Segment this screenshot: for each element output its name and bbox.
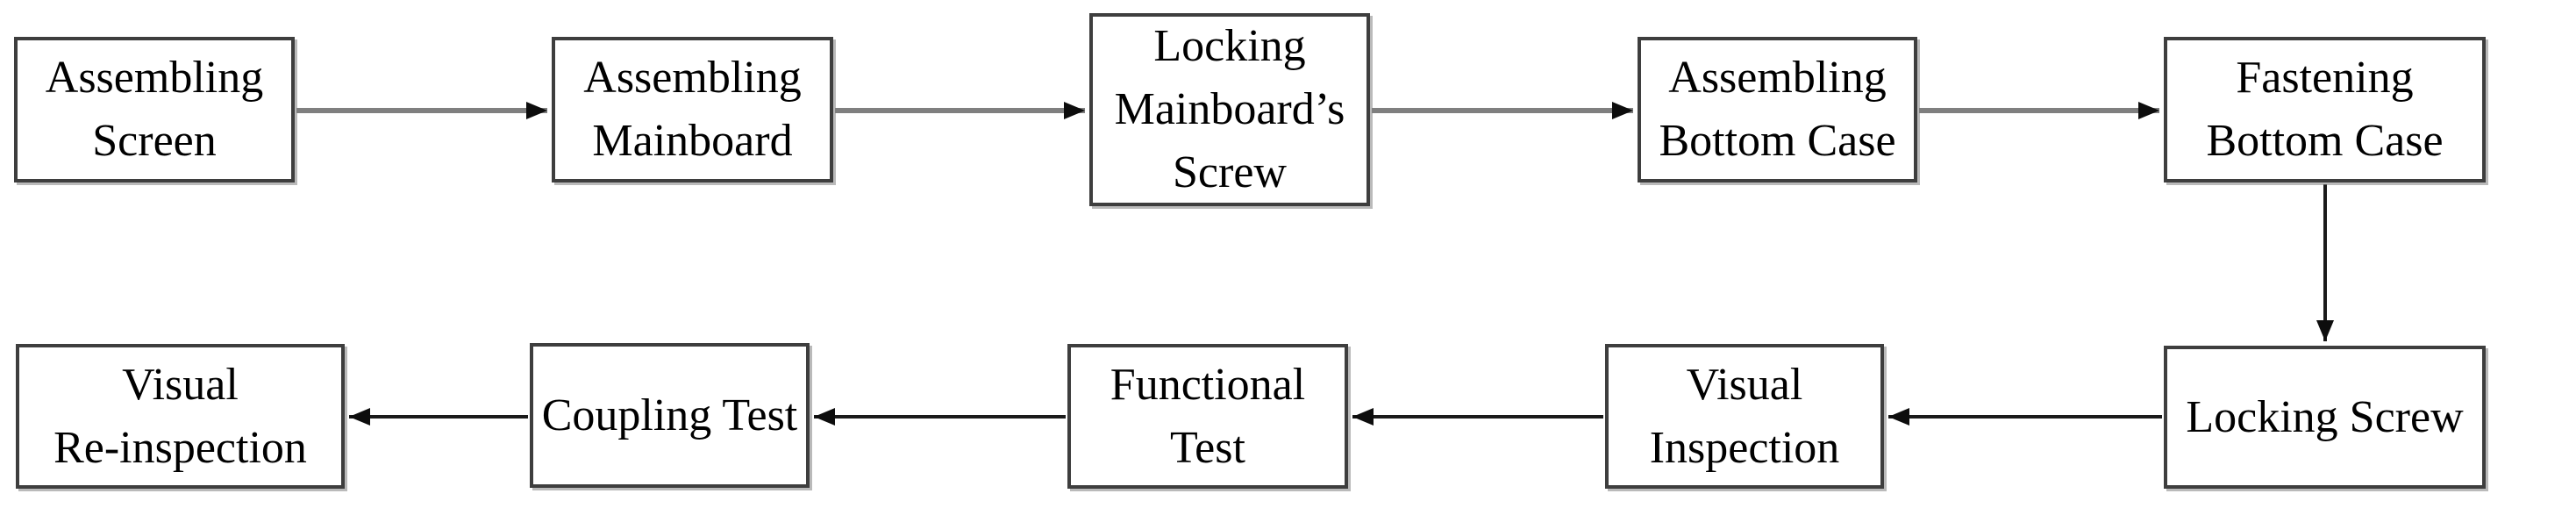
node-visual-inspection: Visual Inspection [1605, 344, 1884, 489]
node-assembling-screen: Assembling Screen [14, 37, 295, 182]
node-label: Assembling Screen [45, 53, 264, 166]
node-fastening-bottom-case: Fastening Bottom Case [2164, 37, 2486, 182]
node-visual-reinspection: Visual Re-inspection [16, 344, 345, 489]
node-label: Assembling Mainboard [583, 53, 802, 166]
node-coupling-test: Coupling Test [530, 343, 810, 488]
node-label: Fastening Bottom Case [2206, 53, 2444, 166]
node-locking-screw: Locking Screw [2164, 346, 2486, 489]
node-label: Functional Test [1110, 359, 1306, 473]
node-label: Locking Mainboard’s Screw [1114, 21, 1345, 197]
node-locking-mainboards-screw: Locking Mainboard’s Screw [1089, 13, 1370, 206]
node-functional-test: Functional Test [1067, 344, 1348, 489]
node-label: Locking Screw [2186, 391, 2464, 442]
node-label: Assembling Bottom Case [1659, 53, 1896, 166]
node-label: Visual Inspection [1649, 359, 1840, 473]
node-assembling-bottom-case: Assembling Bottom Case [1638, 37, 1917, 182]
node-label: Coupling Test [541, 390, 798, 440]
node-assembling-mainboard: Assembling Mainboard [552, 37, 833, 182]
node-label: Visual Re-inspection [54, 359, 307, 473]
